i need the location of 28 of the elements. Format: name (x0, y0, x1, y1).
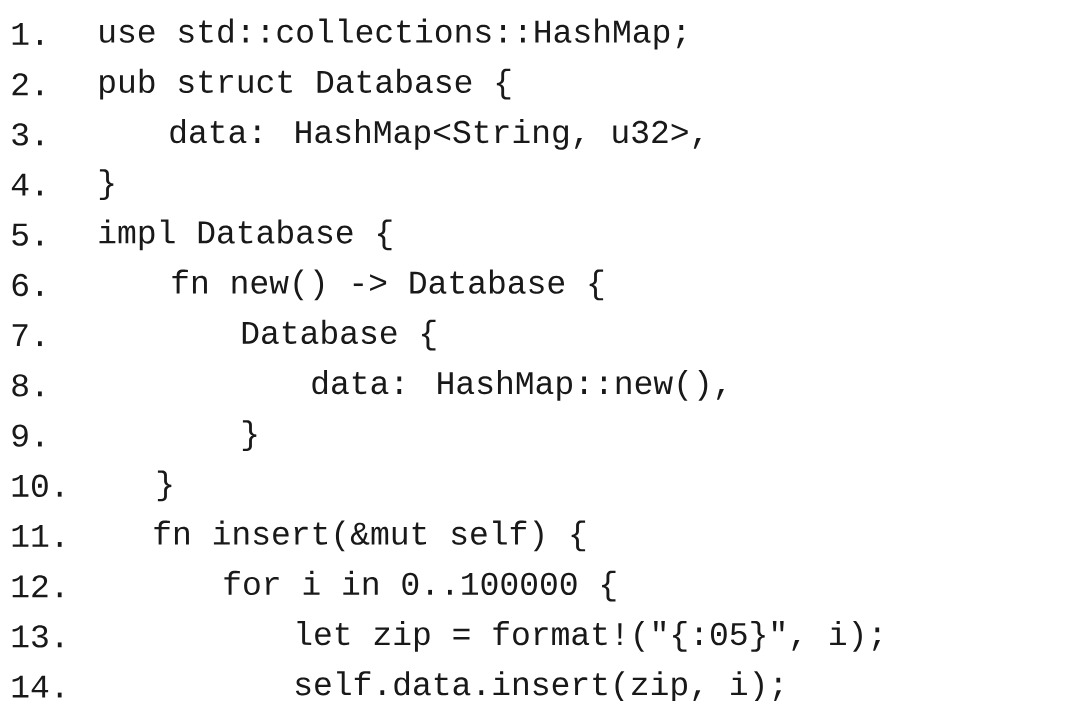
code-line: } (157, 470, 172, 502)
line-number: 5. (12, 223, 42, 246)
code-line: fn insert(&mut self) { (154, 520, 586, 552)
line-number: 1. (12, 23, 42, 45)
line-number: 6. (12, 273, 42, 297)
code-line: impl Database { (99, 219, 392, 251)
line-number: 7. (12, 324, 42, 347)
code-line: } (99, 169, 114, 200)
line-number: 13. (12, 625, 62, 648)
code-line: use std::collections::HashMap; (100, 18, 685, 50)
line-number: 3. (12, 123, 42, 146)
line-number: 2. (12, 73, 42, 96)
line-number: 11. (12, 525, 62, 547)
code-line: } (242, 420, 257, 451)
line-number: 8. (12, 374, 42, 397)
code-line: pub struct Database { (100, 68, 511, 100)
code-line: fn new() -> Database { (172, 269, 604, 301)
code-line: data: HashMap::new(), (312, 370, 724, 401)
code-line: self.data.insert(zip, i); (295, 671, 782, 701)
code-line: data: HashMap<String, u32>, (170, 119, 701, 150)
line-number: 9. (12, 424, 42, 447)
code-line: Database { (242, 319, 436, 351)
line-number: 12. (12, 575, 62, 598)
line-number: 10. (12, 474, 62, 497)
code-line: for i in 0..100000 { (224, 570, 616, 602)
line-number: 4. (11, 173, 42, 196)
line-number: 14. (12, 675, 62, 698)
code-line: let zip = format!("{:05}", i); (297, 621, 881, 652)
